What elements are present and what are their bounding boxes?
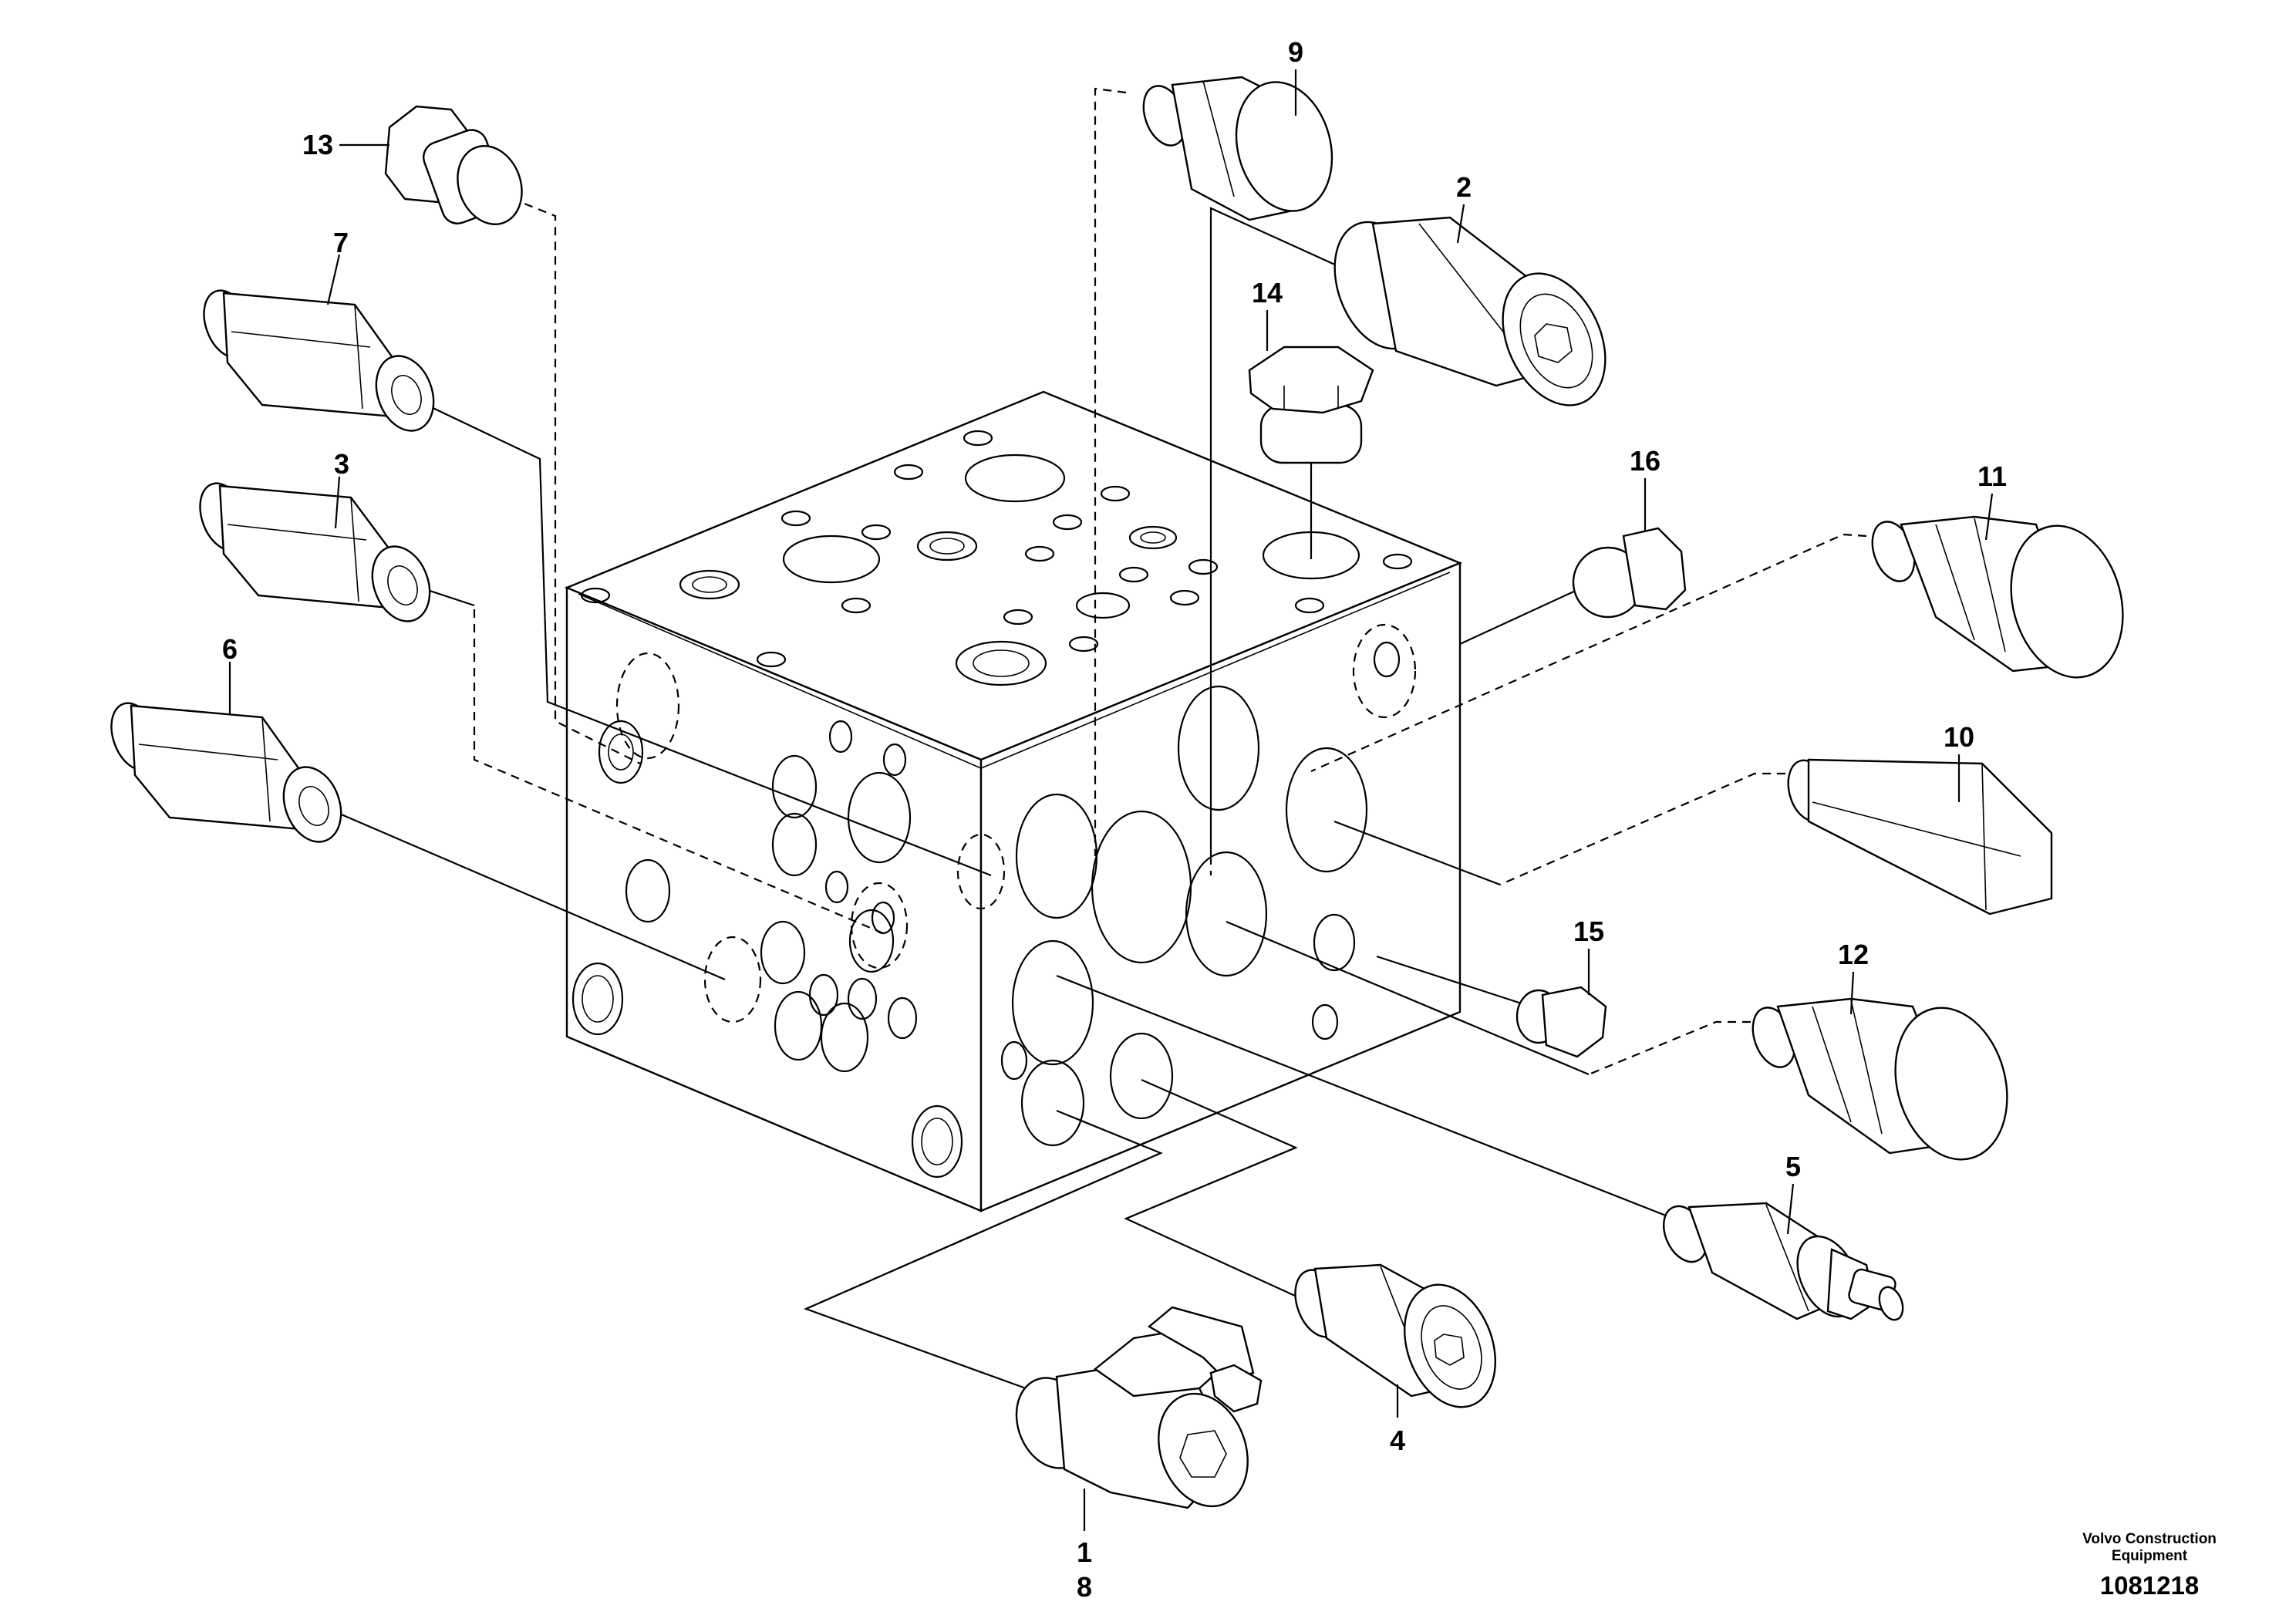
drawing-footer: Volvo Construction Equipment 1081218 (2049, 1531, 2250, 1600)
callout-4: 4 (1390, 1425, 1405, 1456)
valve-block (564, 390, 1463, 1212)
company-name-line-2: Equipment (2111, 1548, 2188, 1564)
callout-2: 2 (1456, 171, 1472, 203)
callout-10: 10 (1944, 721, 1974, 753)
top-face-ports (580, 430, 1413, 686)
callout-8: 8 (1077, 1571, 1092, 1603)
company-name-line-1: Volvo Construction (2082, 1531, 2217, 1547)
part-6-valve (110, 702, 342, 843)
callout-14: 14 (1252, 277, 1283, 309)
callout-9: 9 (1288, 36, 1303, 68)
left-face-ports (571, 720, 963, 1179)
callout-12: 12 (1838, 939, 1869, 970)
part-14-plug (1248, 346, 1374, 464)
callout-15: 15 (1573, 916, 1604, 947)
part-1-8-solenoid (1015, 1306, 1263, 1509)
part-5-sensor (1663, 1202, 1904, 1321)
callout-6: 6 (222, 633, 238, 665)
part-11-valve (1871, 515, 2124, 679)
part-2-valve (1333, 216, 1607, 406)
part-15-plug (1515, 986, 1607, 1058)
drawing-number: 1081218 (2099, 1571, 2200, 1600)
part-3-valve (199, 482, 431, 622)
part-16-plug (1572, 527, 1687, 619)
hidden-ports (615, 623, 1417, 1023)
callout-5: 5 (1785, 1151, 1801, 1182)
callout-13: 13 (302, 129, 333, 160)
right-face-ports (1000, 641, 1401, 1147)
part-7-valve (203, 289, 435, 432)
part-13-plug (384, 105, 523, 225)
callout-3: 3 (334, 448, 349, 480)
callout-7: 7 (333, 227, 349, 258)
callout-labels: 13 7 3 6 9 2 14 16 11 10 15 12 5 4 1 8 (222, 36, 2007, 1603)
part-9-valve (1142, 76, 1333, 221)
callout-16: 16 (1630, 445, 1660, 477)
leader-lines (228, 69, 1994, 1531)
connector-lines (321, 87, 1867, 1390)
part-4-valve (1294, 1263, 1497, 1408)
callout-11: 11 (1977, 460, 2007, 492)
part-10-valve (1787, 758, 2053, 916)
part-12-valve (1752, 997, 2008, 1161)
callout-1: 1 (1077, 1536, 1092, 1568)
